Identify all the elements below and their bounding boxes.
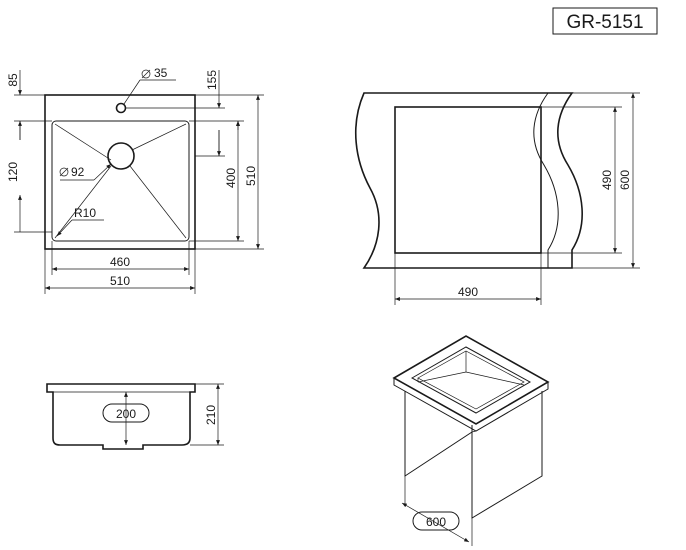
section-view: 200 210	[46, 383, 224, 450]
corner-radius: R10	[74, 206, 96, 220]
dim-460: 460	[110, 255, 130, 269]
tap-hole-diameter: 35	[154, 66, 168, 80]
model-label-box: GR-5151	[552, 7, 658, 35]
tap-hole	[115, 102, 127, 114]
total-depth-210: 210	[204, 405, 218, 425]
model-number: GR-5151	[566, 12, 643, 33]
dim-510-side: 510	[244, 166, 258, 186]
sink-outer-outline	[44, 94, 196, 250]
iso-cabinet-right	[471, 391, 543, 519]
cutout-depth-490: 490	[600, 170, 614, 190]
iso-sink-opening	[410, 346, 532, 414]
sink-bowl-outline	[51, 120, 190, 242]
dim-155: 155	[205, 70, 219, 90]
dim-85: 85	[6, 73, 20, 87]
iso-cabinet-left	[404, 391, 473, 477]
cabinet-width-600: 600	[426, 515, 446, 529]
drain-diameter: 92	[71, 165, 85, 179]
dim-120: 120	[6, 162, 20, 182]
dim-400: 400	[224, 168, 238, 188]
countertop-depth-600: 600	[618, 170, 632, 190]
cutout-width-490: 490	[458, 285, 478, 299]
isometric-view: 600	[392, 335, 550, 546]
bowl-depth-200: 200	[116, 407, 136, 421]
depth-bubble	[102, 403, 150, 423]
top-view: 85 120 155 400 510 460 510	[6, 66, 264, 294]
cabinet-width-bubble	[412, 511, 460, 531]
dim-510-bottom: 510	[110, 274, 130, 288]
sink-cutout	[394, 106, 542, 254]
countertop-outline	[355, 92, 583, 269]
cutout-view: 490 600 490	[355, 92, 640, 305]
drain-hole	[107, 142, 135, 170]
